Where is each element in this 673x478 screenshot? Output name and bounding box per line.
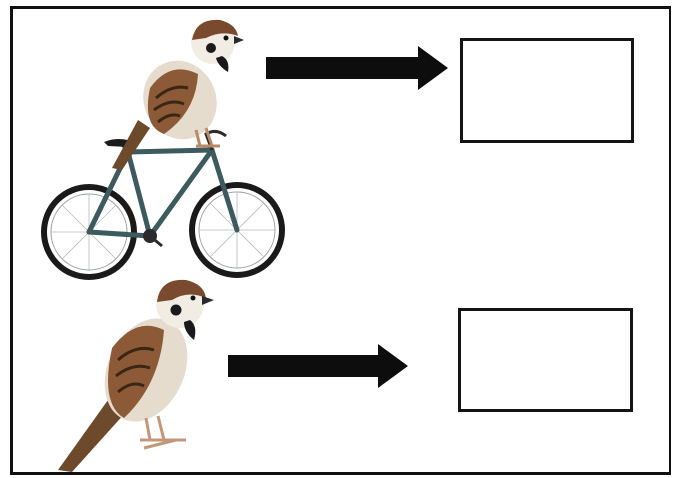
bicycle-rear-wheel [41, 184, 137, 280]
sparrow-1-eye [223, 35, 229, 41]
sparrow-standing-image [58, 279, 214, 472]
sparrow-2-cap [157, 279, 206, 302]
sparrow-2-wing-stripes [115, 346, 155, 394]
sparrow-1-wing-stripes [153, 85, 189, 124]
bicycle-image [41, 129, 285, 280]
answer-box-1[interactable] [460, 38, 634, 143]
sparrow-1-tail [112, 120, 150, 170]
sparrow-2-cheek-spot [170, 304, 182, 316]
worksheet-frame [10, 6, 671, 475]
sparrow-1-bib [216, 56, 229, 72]
answer-box-2[interactable] [458, 308, 633, 412]
arrow-right-icon [266, 46, 448, 90]
sparrow-1-feet [194, 127, 220, 148]
sparrow-2-tail [58, 400, 126, 472]
sparrow-1-beak [234, 36, 244, 44]
arrow-right-icon [228, 344, 408, 388]
bicycle-handlebar [204, 129, 227, 151]
sparrow-2-eye [190, 295, 196, 301]
sparrow-2-beak [202, 296, 214, 305]
sparrow-1-cheek-spot [206, 43, 216, 53]
bicycle-crank [149, 234, 163, 248]
sparrow-on-bicycle-image [112, 19, 244, 170]
sparrow-2-bib [184, 320, 196, 340]
sparrow-1-cap [192, 19, 238, 40]
bicycle-front-wheel [189, 182, 285, 278]
sparrow-2-feet [140, 415, 186, 450]
